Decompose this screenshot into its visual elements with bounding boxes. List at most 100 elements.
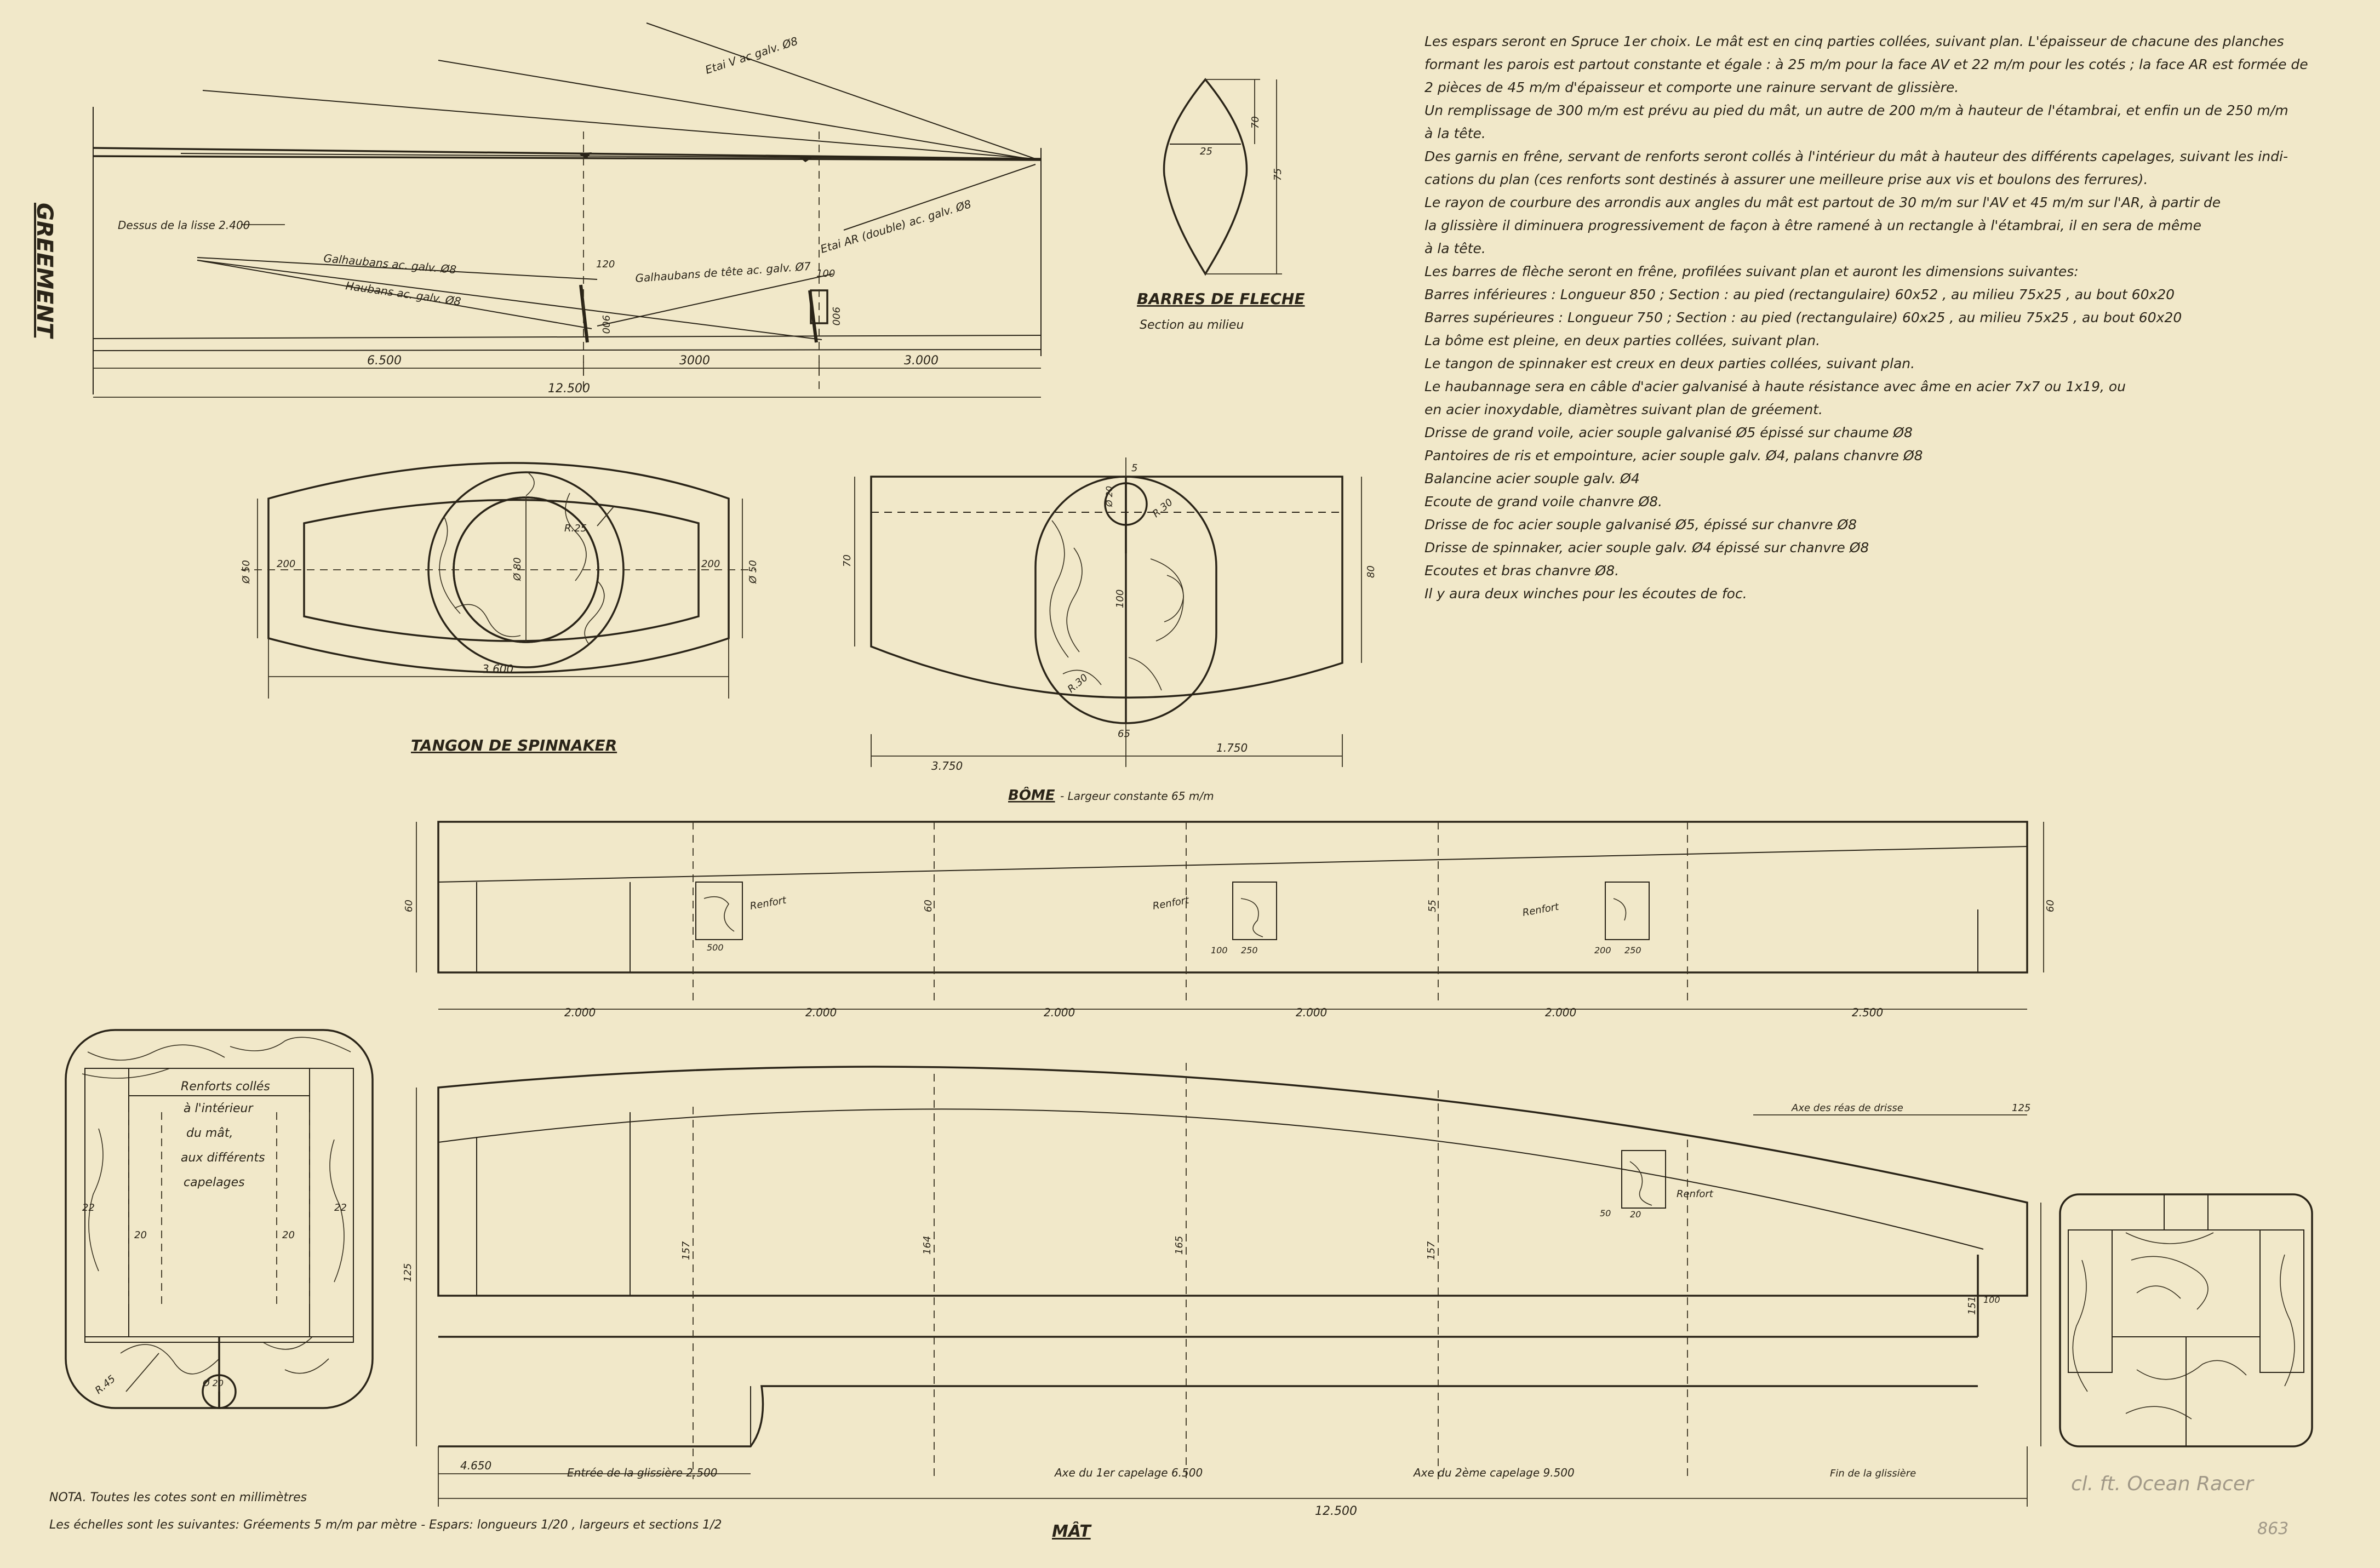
- renfort-dim: 20: [1630, 1209, 1641, 1220]
- section-title: GREEMENT: [32, 203, 57, 339]
- deck-label: Dessus de la lisse 2.400: [118, 219, 250, 232]
- mast-height: 60: [2045, 900, 2056, 912]
- section-note: à l'intérieur: [184, 1102, 254, 1115]
- mast-top-dim: 2.000: [564, 1006, 596, 1019]
- mast-top-dim: 2.500: [1852, 1006, 1883, 1019]
- pole-dim: Ø 50: [241, 560, 252, 584]
- renfort-dim: 250: [1241, 945, 1258, 955]
- boom-dim: 3.750: [931, 759, 963, 772]
- spec-note: à la tête.: [1424, 241, 1486, 256]
- spec-note: Des garnis en frêne, servant de renforts…: [1424, 148, 2288, 164]
- mast-top-dim: 2.000: [805, 1006, 837, 1019]
- spec-note: Le rayon de courbure des arrondis aux an…: [1424, 194, 2221, 210]
- spec-note: Les espars seront en Spruce 1er choix. L…: [1424, 33, 2284, 49]
- spec-note: Balancine acier souple galv. Ø4: [1424, 471, 1640, 487]
- boom-subtitle: - Largeur constante 65 m/m: [1060, 789, 1214, 803]
- renfort-dim: 200: [1594, 945, 1611, 955]
- specification-notes: Les espars seront en Spruce 1er choix. L…: [1424, 30, 2312, 605]
- boom-dim: Ø 20: [1104, 486, 1114, 507]
- section-note: aux différents: [181, 1151, 265, 1165]
- spreader-mark: 900: [830, 307, 842, 325]
- mast-top-dim: 2.000: [1044, 1006, 1075, 1019]
- renfort-dim: 500: [707, 942, 724, 953]
- mast-height: 151: [1966, 1296, 1978, 1315]
- renfort-label: Renfort: [1677, 1188, 1714, 1200]
- forestay-label: Etai V ac galv. Ø8: [703, 34, 799, 76]
- halyard-dim: 125: [2012, 1102, 2030, 1114]
- rig-total: 12.500: [548, 382, 590, 396]
- renfort-dim: 100: [1211, 945, 1228, 955]
- spec-note: 2 pièces de 45 m/m d'épaisseur et compor…: [1424, 79, 1959, 95]
- rigging-diagram: [93, 22, 1042, 398]
- pole-dim: R.25: [564, 523, 587, 534]
- boom-title: BÔME: [1008, 786, 1055, 804]
- spec-note: Il y aura deux winches pour les écoutes …: [1424, 586, 1747, 602]
- spreader-section: [1163, 78, 1282, 276]
- section-dim: 20: [282, 1229, 295, 1241]
- lower-shroud-label: Haubans ac. galv. Ø8: [345, 279, 462, 308]
- spec-note: formant les parois est partout constante…: [1424, 56, 2308, 72]
- owner-stamp: cl. ft. Ocean Racer: [2071, 1473, 2255, 1495]
- spreader-mark: 120: [596, 259, 615, 270]
- pole-dim: Ø 80: [512, 557, 523, 581]
- spec-note: Barres inférieures : Longueur 850 ; Sect…: [1424, 287, 2175, 302]
- spreader-subtitle: Section au milieu: [1140, 318, 1244, 332]
- spec-note: Les barres de flèche seront en frêne, pr…: [1424, 264, 2079, 279]
- mast-head-section: [2059, 1193, 2313, 1447]
- mast-height: 164: [922, 1236, 933, 1255]
- renfort-dim: 250: [1624, 945, 1641, 955]
- mast-height: 100: [1983, 1295, 2000, 1305]
- boom-drawing: [854, 457, 1362, 767]
- section-dim: 20: [134, 1229, 147, 1241]
- nota-line-1: NOTA. Toutes les cotes sont en millimètr…: [49, 1491, 307, 1504]
- section-note: capelages: [184, 1176, 245, 1189]
- spec-note: Drisse de spinnaker, acier souple galv. …: [1424, 540, 1869, 556]
- renfort-label: Renfort: [1521, 901, 1560, 918]
- mast-profile-top: [416, 821, 2044, 1010]
- mast-height: 157: [680, 1241, 692, 1260]
- mast-height: 55: [1427, 900, 1438, 912]
- mast-top-dim: 2.000: [1296, 1006, 1327, 1019]
- spec-note: Drisse de foc acier souple galvanisé Ø5,…: [1424, 517, 1857, 533]
- mast-profile-bottom: [416, 1063, 2041, 1507]
- spec-note: cations du plan (ces renforts sont desti…: [1424, 171, 2148, 187]
- section-dim: Ø 20: [202, 1378, 224, 1388]
- pole-dim: 3.600: [482, 662, 513, 676]
- spreader-title: BARRES DE FLECHE: [1137, 290, 1305, 308]
- mast-cross-section: [65, 1029, 374, 1409]
- mast-bottom-label: Fin de la glissière: [1830, 1468, 1916, 1479]
- spreader-dim: 25: [1200, 146, 1212, 157]
- boom-dim: 1.750: [1216, 741, 1248, 754]
- boom-dim: 80: [1365, 565, 1377, 578]
- boom-dim: R.30: [1151, 496, 1175, 520]
- spec-note: Ecoute de grand voile chanvre Ø8.: [1424, 494, 1663, 510]
- spreader-mark: 900: [600, 315, 611, 334]
- mast-bottom-label: Entrée de la glissière 2.500: [567, 1466, 718, 1479]
- cap-shroud-label: Galhaubans ac. galv. Ø8: [323, 251, 457, 276]
- spec-note: La bôme est pleine, en deux parties coll…: [1424, 333, 1821, 348]
- pole-dim: 200: [277, 558, 295, 570]
- boom-dim: 65: [1118, 728, 1130, 740]
- rig-dim: 6.500: [367, 354, 402, 368]
- mast-bottom-label: Axe du 2ème capelage 9.500: [1412, 1466, 1575, 1479]
- section-note: du mât,: [186, 1126, 233, 1140]
- pole-dim: 200: [701, 558, 720, 570]
- mast-bottom-dim: 4.650: [460, 1459, 491, 1472]
- mast-title: MÂT: [1052, 1521, 1092, 1541]
- spec-note: Le tangon de spinnaker est creux en deux…: [1424, 356, 1915, 371]
- rig-dim: 3000: [679, 354, 710, 368]
- boom-dim: 5: [1131, 462, 1137, 474]
- boom-dim: R.30: [1066, 672, 1090, 695]
- spec-note: Ecoutes et bras chanvre Ø8.: [1424, 563, 1620, 579]
- sheet-number: 863: [2257, 1519, 2289, 1538]
- spec-note: Drisse de grand voile, acier souple galv…: [1424, 425, 1913, 440]
- spec-note: Pantoires de ris et empointure, acier so…: [1424, 448, 1923, 463]
- mast-height: 165: [1174, 1236, 1185, 1255]
- spec-note: Barres supérieures : Longueur 750 ; Sect…: [1424, 310, 2182, 325]
- pole-dim: Ø 50: [747, 560, 759, 584]
- halyard-axis: Axe des réas de drisse: [1791, 1102, 1903, 1114]
- mast-height: 125: [402, 1263, 414, 1282]
- section-dim: 22: [334, 1202, 347, 1214]
- spec-note: Le haubannage sera en câble d'acier galv…: [1424, 379, 2126, 394]
